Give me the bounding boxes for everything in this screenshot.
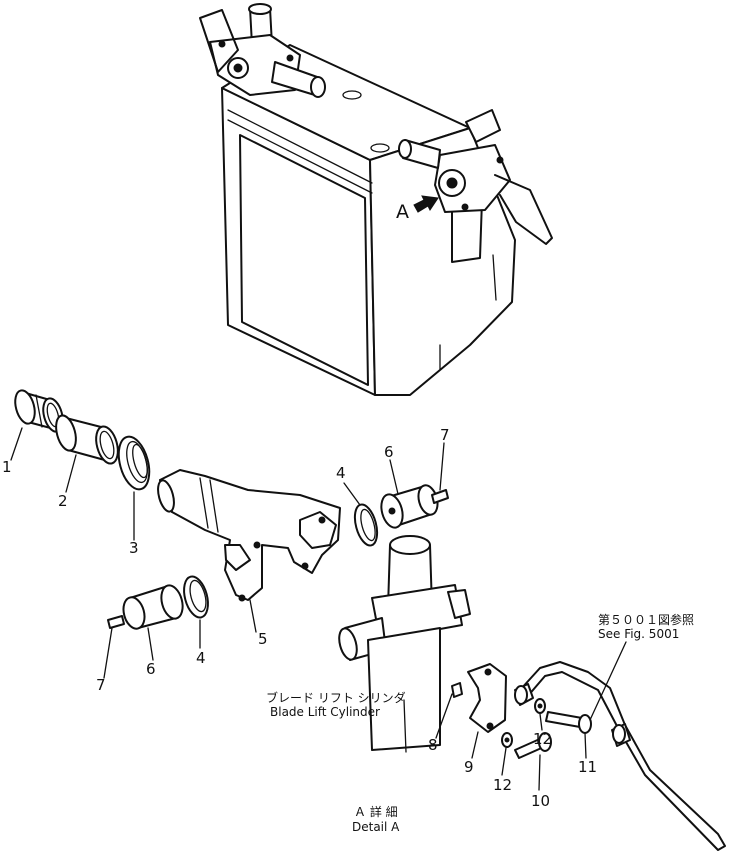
callout-3: 3 <box>129 539 139 557</box>
lift-handle-rod <box>514 661 726 851</box>
part-8-bolt <box>451 682 463 698</box>
part-12-washer-upper <box>534 698 546 714</box>
blade-lift-cylinder-label: Blade Lift Cylinder <box>270 705 380 719</box>
arrow-a-label: A <box>396 201 409 223</box>
callout-7-lower: 7 <box>96 676 106 694</box>
callout-6-lower: 6 <box>146 660 156 678</box>
detail-a-label-jp: Ａ 詳 細 <box>354 804 398 819</box>
part-2-bushing <box>55 414 119 465</box>
part-6-bushing-lower <box>122 584 184 630</box>
callout-12-lower: 12 <box>493 776 512 794</box>
callout-2: 2 <box>58 492 68 510</box>
callout-numbers: 1 2 3 4 6 7 5 4 6 7 8 9 10 11 12 12 <box>2 426 597 810</box>
part-10-bolt <box>514 732 552 759</box>
callout-1: 1 <box>2 458 12 476</box>
callout-10: 10 <box>531 792 550 810</box>
part-4-ring-lower <box>183 575 209 619</box>
part-11-bolt <box>545 711 592 734</box>
blade-lift-cylinder-label-jp: ブレード リフト シリンダ <box>266 690 406 705</box>
detail-a-label: Detail A <box>352 820 400 834</box>
callout-8: 8 <box>428 736 438 754</box>
callout-9: 9 <box>464 758 474 776</box>
callout-5: 5 <box>258 630 268 648</box>
part-4-ring-upper <box>353 503 379 547</box>
see-fig-label-jp: 第５００１図参照 <box>598 612 694 627</box>
callout-4-upper: 4 <box>336 464 346 482</box>
part-6-bushing-upper <box>380 484 439 529</box>
see-fig-label: See Fig. 5001 <box>598 627 679 641</box>
part-9-clamp <box>467 663 507 733</box>
callout-6-upper: 6 <box>384 443 394 461</box>
blade-lift-cylinder <box>338 535 471 753</box>
callout-7-upper: 7 <box>440 426 450 444</box>
right-mount <box>398 109 553 263</box>
detail-a-arrow: A <box>396 195 439 223</box>
part-7-grease-fitting-lower <box>107 615 125 629</box>
part-5-trunnion <box>157 469 341 602</box>
part-3-seal-ring <box>117 435 151 491</box>
callout-12-upper: 12 <box>533 730 552 748</box>
text-labels: 第５００１図参照 See Fig. 5001 ブレード リフト シリンダ Bla… <box>266 612 694 834</box>
part-7-grease-fitting-upper <box>431 489 449 504</box>
part-12-washer-lower <box>501 732 513 748</box>
top-left-mount <box>199 3 326 98</box>
callout-11: 11 <box>578 758 597 776</box>
leader-lines <box>10 427 627 791</box>
callout-4-lower: 4 <box>196 649 206 667</box>
